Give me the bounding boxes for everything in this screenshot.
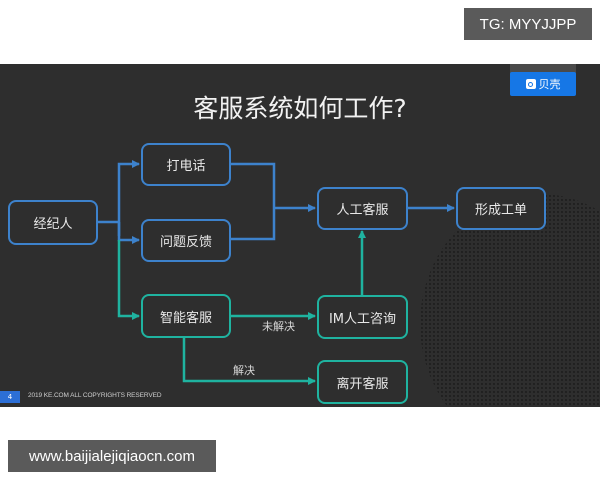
node-label: 人工客服 xyxy=(336,203,389,218)
edge-phone-merge xyxy=(230,162,276,241)
url-watermark: www.baijialejiqiaocn.com xyxy=(8,440,216,472)
beike-logo-icon xyxy=(525,79,536,89)
copyright-text: 2019 KE.COM ALL COPYRIGHTS RESERVED xyxy=(28,392,162,399)
node-phone-call: 打电话 xyxy=(141,143,231,186)
node-feedback: 问题反馈 xyxy=(141,219,231,262)
edge-to-smart xyxy=(117,240,140,320)
node-label: 打电话 xyxy=(166,159,206,174)
edge-smart-to-leave xyxy=(182,337,316,385)
node-ticket: 形成工单 xyxy=(456,187,546,230)
node-agent: 经纪人 xyxy=(8,200,98,245)
tg-watermark: TG: MYYJJPP xyxy=(464,8,592,40)
node-label: 形成工单 xyxy=(474,203,527,218)
beike-logo: 贝壳 xyxy=(510,72,576,96)
edge-to-feedback xyxy=(117,222,140,244)
edge-label-resolved: 解决 xyxy=(233,364,255,377)
node-leave-service: 离开客服 xyxy=(317,360,408,404)
page-number: 4 xyxy=(0,391,20,403)
logo-tab xyxy=(510,64,576,74)
slide: 贝壳 客服系统如何工作? xyxy=(0,64,600,407)
node-label: 经纪人 xyxy=(33,217,73,232)
node-im-consult: IM人工咨询 xyxy=(317,295,408,339)
slide-title: 客服系统如何工作? xyxy=(193,94,407,123)
logo-text: 贝壳 xyxy=(538,78,561,91)
node-label: 问题反馈 xyxy=(159,235,212,250)
node-human-service: 人工客服 xyxy=(317,187,408,230)
edge-to-phone xyxy=(117,160,140,236)
node-smart-service: 智能客服 xyxy=(141,294,231,338)
node-label: 离开客服 xyxy=(336,376,389,392)
connectors xyxy=(97,160,455,385)
node-label: 智能客服 xyxy=(159,310,212,326)
edge-label-unresolved: 未解决 xyxy=(262,320,295,333)
node-label: IM人工咨询 xyxy=(328,311,397,327)
